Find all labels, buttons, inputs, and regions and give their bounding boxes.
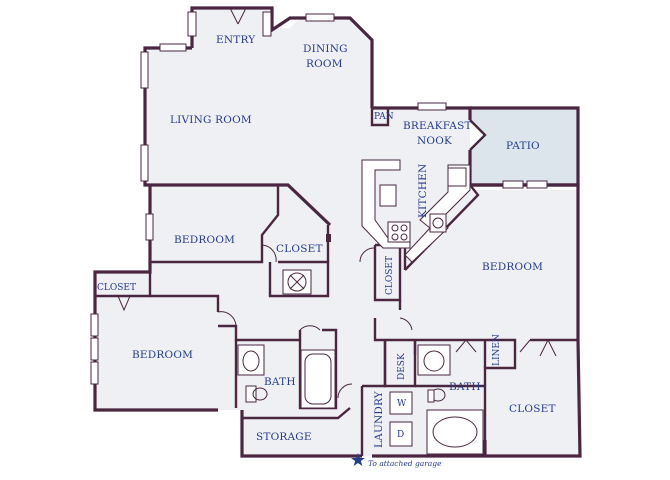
label-pantry: PAN	[374, 112, 394, 122]
hvac-unit	[282, 269, 312, 295]
label-dryer: D	[397, 430, 404, 440]
label-patio: PATIO	[506, 140, 540, 152]
label-closet-mid: CLOSET	[276, 243, 323, 255]
star-icon	[351, 453, 365, 466]
garage-note: To attached garage	[368, 459, 442, 468]
interior-walls	[95, 108, 578, 456]
label-living-room: LIVING ROOM	[170, 114, 252, 126]
label-desk: DESK	[397, 353, 407, 380]
label-bedroom-left: BEDROOM	[132, 349, 193, 361]
label-closet-right: CLOSET	[509, 403, 556, 415]
label-bedroom-mid: BEDROOM	[174, 234, 235, 246]
wall-marker	[326, 234, 331, 242]
label-bedroom-right: BEDROOM	[482, 261, 543, 273]
label-washer: W	[397, 399, 407, 409]
label-laundry: LAUNDRY	[373, 390, 385, 448]
laundry-appliances	[389, 391, 413, 447]
label-storage: STORAGE	[256, 431, 312, 443]
bath-left-fixtures	[237, 344, 336, 409]
label-dining-1: DINING	[303, 43, 348, 55]
label-bath-left: BATH	[264, 376, 296, 388]
label-entry: ENTRY	[216, 34, 256, 46]
room-labels: ENTRY DINING ROOM LIVING ROOM PAN BREAKF…	[97, 34, 556, 468]
label-closet-hall: CLOSET	[385, 256, 395, 295]
door-swings	[117, 7, 557, 399]
label-nook-1: BREAKFAST	[403, 120, 472, 132]
label-dining-2: ROOM	[306, 58, 343, 70]
label-closet-left: CLOSET	[97, 283, 136, 293]
label-linen: LINEN	[492, 334, 502, 366]
label-kitchen: KITCHEN	[417, 164, 429, 218]
windows	[90, 11, 548, 385]
label-nook-2: NOOK	[417, 135, 452, 147]
floor-area	[95, 8, 580, 456]
bath-right-fixtures	[417, 344, 484, 455]
label-bath-right: BATH	[449, 381, 481, 393]
kitchen-counters	[361, 159, 471, 263]
